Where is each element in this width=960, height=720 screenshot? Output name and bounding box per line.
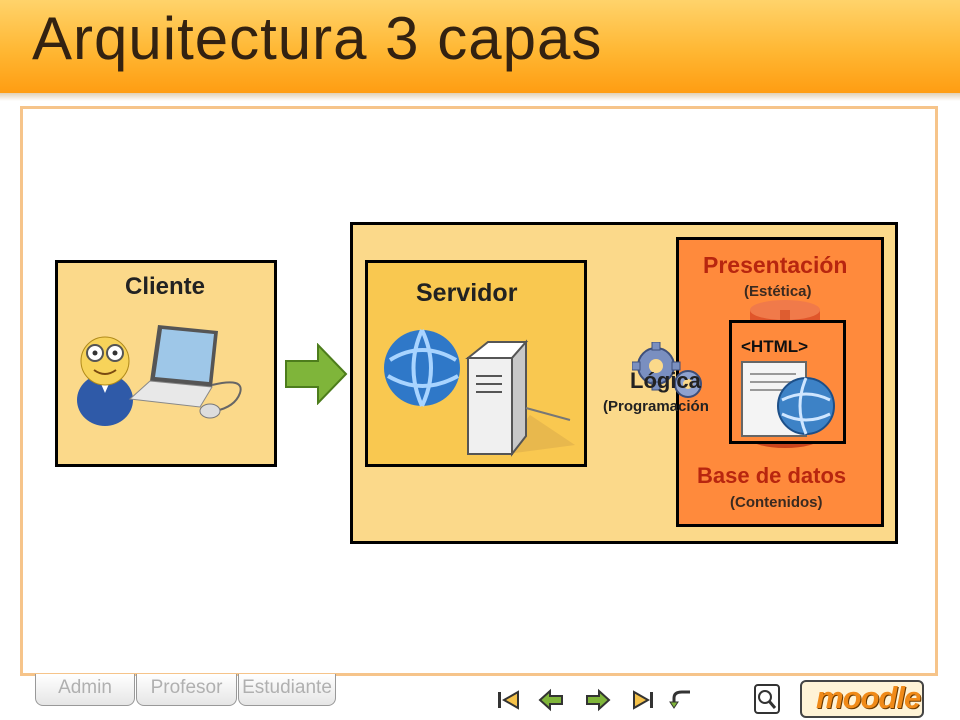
laptop-user-icon: [77, 325, 242, 426]
cliente-label: Cliente: [125, 273, 206, 300]
slide-title: Arquitectura 3 capas: [32, 5, 603, 72]
right-arrow-icon: [285, 343, 348, 405]
tab-admin[interactable]: Admin: [35, 674, 135, 706]
next-slide-icon[interactable]: [585, 688, 611, 712]
previous-slide-icon[interactable]: [538, 688, 564, 712]
logica-label: Lógica: [630, 368, 701, 393]
last-slide-icon[interactable]: [630, 688, 656, 712]
return-icon[interactable]: [668, 688, 694, 712]
html-label: <HTML>: [741, 337, 809, 356]
html-document-icon: [741, 361, 835, 437]
presentacion-label: Presentación: [703, 252, 848, 278]
servidor-label: Servidor: [416, 279, 518, 307]
slide-header: Arquitectura 3 capas: [0, 0, 960, 101]
base-datos-sublabel: (Contenidos): [730, 494, 823, 511]
presentacion-sublabel: (Estética): [744, 283, 812, 300]
first-slide-icon[interactable]: [496, 688, 522, 712]
gears-icon: [632, 342, 702, 398]
moodle-logo-text: moodle: [816, 680, 921, 715]
tab-profesor[interactable]: Profesor: [136, 674, 237, 706]
logica-sublabel: (Programación: [603, 398, 709, 415]
tab-estudiante[interactable]: Estudiante: [238, 674, 336, 706]
moodle-logo[interactable]: moodle: [800, 680, 924, 718]
search-button[interactable]: [754, 684, 780, 714]
server-globe-icon: [384, 329, 575, 457]
base-datos-label: Base de datos: [697, 463, 847, 488]
magnifier-icon: [758, 690, 777, 709]
